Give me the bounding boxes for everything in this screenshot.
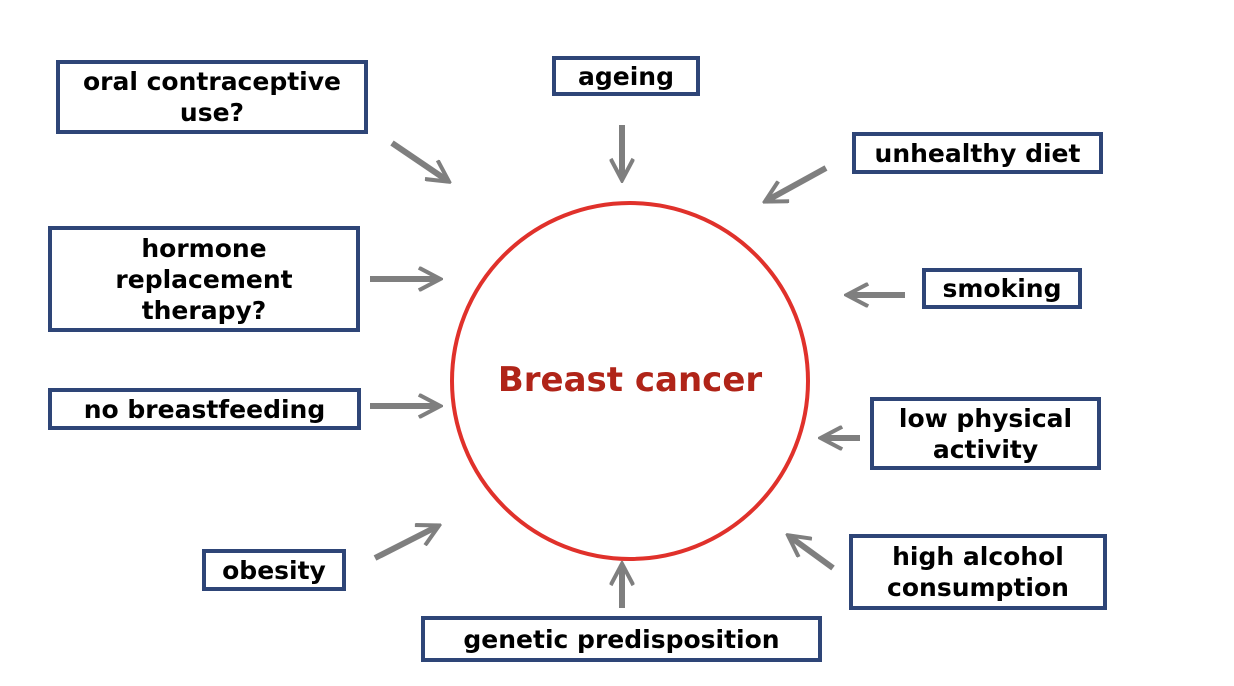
arrows: [370, 125, 905, 608]
factor-box-oral-contraceptive: oral contraceptive use?: [56, 60, 368, 134]
center-label: Breast cancer: [497, 360, 763, 400]
factor-box-genetic-predisposition: genetic predisposition: [421, 616, 822, 662]
factor-label: high alcohol consumption: [887, 542, 1069, 602]
factor-label: smoking: [942, 274, 1062, 303]
factor-label: no breastfeeding: [83, 394, 326, 424]
factor-box-obesity: obesity: [202, 549, 346, 591]
factor-box-ageing: ageing: [552, 56, 700, 96]
factor-label: unhealthy diet: [874, 138, 1081, 168]
arrow-unhealthy-diet: [766, 165, 828, 201]
factor-box-unhealthy-diet: unhealthy diet: [852, 132, 1103, 174]
factor-box-no-breastfeeding: no breastfeeding: [48, 388, 361, 430]
factor-box-smoking: smoking: [922, 268, 1082, 309]
arrow-high-alcohol: [789, 536, 835, 571]
factor-label: low physical activity: [898, 403, 1073, 464]
factor-box-hormone-replacement: hormone replacement therapy?: [48, 226, 360, 332]
center-circle: [450, 201, 810, 561]
arrow-oral-contraceptive: [390, 140, 448, 181]
factor-label: ageing: [578, 61, 674, 91]
factor-label: genetic predisposition: [463, 624, 780, 654]
factor-box-high-alcohol: high alcohol consumption: [849, 534, 1107, 610]
factor-label: obesity: [222, 555, 326, 585]
arrow-obesity: [373, 526, 438, 561]
factor-box-low-physical-activity: low physical activity: [870, 397, 1101, 470]
factor-label: hormone replacement therapy?: [115, 233, 293, 325]
factor-label: oral contraceptive use?: [82, 67, 342, 127]
